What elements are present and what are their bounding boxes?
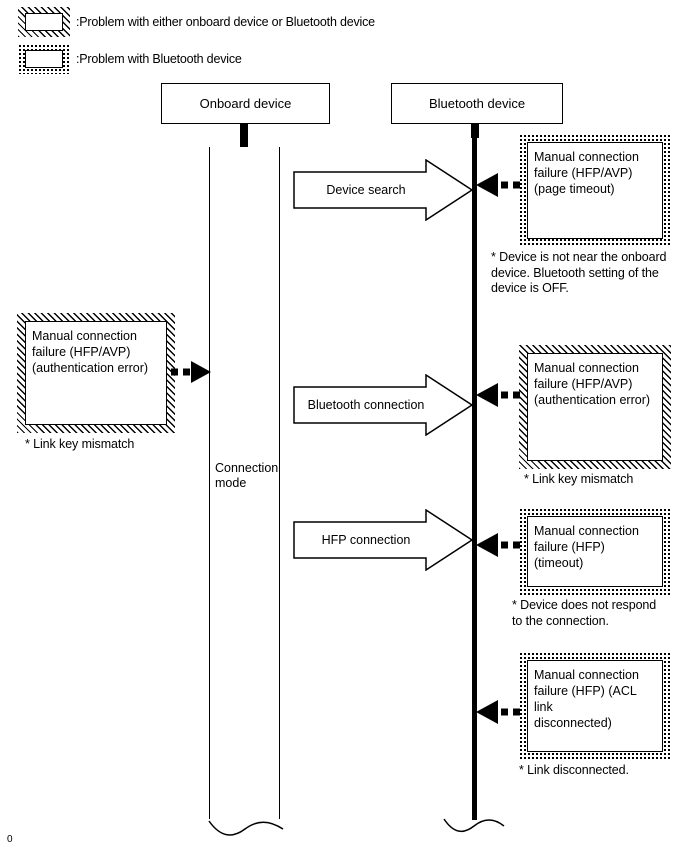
legend-item-bluetooth-device: :Problem with Bluetooth device [18, 44, 242, 74]
dashed-arrow-auth-error-to-lifeline [476, 383, 520, 407]
legend-item-either-device: :Problem with either onboard device or B… [18, 7, 375, 37]
problem-box-hfp-timeout-text: Manual connection failure (HFP) (timeout… [527, 516, 663, 587]
message-label-bluetooth-connection: Bluetooth connection [307, 398, 425, 412]
problem-box-acl-link-disconnected-text: Manual connection failure (HFP) (ACL lin… [527, 660, 663, 752]
problem-note-acl-link-disconnected: * Link disconnected. [519, 763, 629, 777]
legend-swatch-hatch [18, 7, 70, 37]
problem-box-auth-error-bt-text: Manual connection failure (HFP/AVP) (aut… [527, 353, 663, 461]
onboard-lifeline-stub [240, 124, 248, 148]
problem-box-auth-error-bt: Manual connection failure (HFP/AVP) (aut… [519, 345, 671, 469]
bluetooth-lifeline-break [443, 818, 505, 833]
connection-mode-label: Connection mode [215, 461, 279, 490]
connection-mode-column [209, 147, 280, 819]
onboard-device-label: Onboard device [199, 96, 292, 111]
bluetooth-device-header: Bluetooth device [391, 83, 563, 124]
legend-swatch-dotted [18, 44, 70, 74]
message-label-device-search: Device search [326, 183, 406, 197]
problem-box-page-timeout: Manual connection failure (HFP/AVP) (pag… [519, 134, 671, 247]
problem-box-acl-link-disconnected: Manual connection failure (HFP) (ACL lin… [519, 652, 671, 760]
message-label-hfp-connection: HFP connection [321, 533, 411, 547]
dashed-arrow-acl-link-to-lifeline [476, 700, 520, 724]
dashed-arrow-page-timeout-to-lifeline [476, 173, 520, 197]
message-arrow-hfp-connection: HFP connection [293, 509, 473, 571]
bluetooth-lifeline [472, 136, 477, 820]
onboard-lifeline-break [208, 820, 284, 836]
problem-box-auth-error-onboard-text: Manual connection failure (HFP/AVP) (aut… [25, 321, 167, 425]
onboard-device-header: Onboard device [161, 83, 330, 124]
problem-box-page-timeout-text: Manual connection failure (HFP/AVP) (pag… [527, 142, 663, 239]
problem-note-auth-error-bt: * Link key mismatch [524, 472, 634, 486]
problem-note-auth-error-onboard: * Link key mismatch [25, 437, 135, 451]
dashed-arrow-hfp-timeout-to-lifeline [476, 533, 520, 557]
dashed-arrow-left-to-onboard [171, 361, 211, 383]
bluetooth-device-label: Bluetooth device [428, 96, 526, 111]
message-arrow-bluetooth-connection: Bluetooth connection [293, 374, 473, 436]
legend-label-bluetooth-device: :Problem with Bluetooth device [76, 52, 242, 66]
problem-note-page-timeout: * Device is not near the onboard device.… [491, 250, 667, 295]
problem-note-hfp-timeout: * Device does not respond to the connect… [512, 598, 657, 628]
bluetooth-lifeline-stub [471, 124, 479, 138]
message-arrow-device-search: Device search [293, 159, 473, 221]
problem-box-auth-error-onboard: Manual connection failure (HFP/AVP) (aut… [17, 313, 175, 433]
problem-box-hfp-timeout: Manual connection failure (HFP) (timeout… [519, 508, 671, 595]
legend-label-either-device: :Problem with either onboard device or B… [76, 15, 375, 29]
page-mark: 0 [7, 834, 13, 845]
